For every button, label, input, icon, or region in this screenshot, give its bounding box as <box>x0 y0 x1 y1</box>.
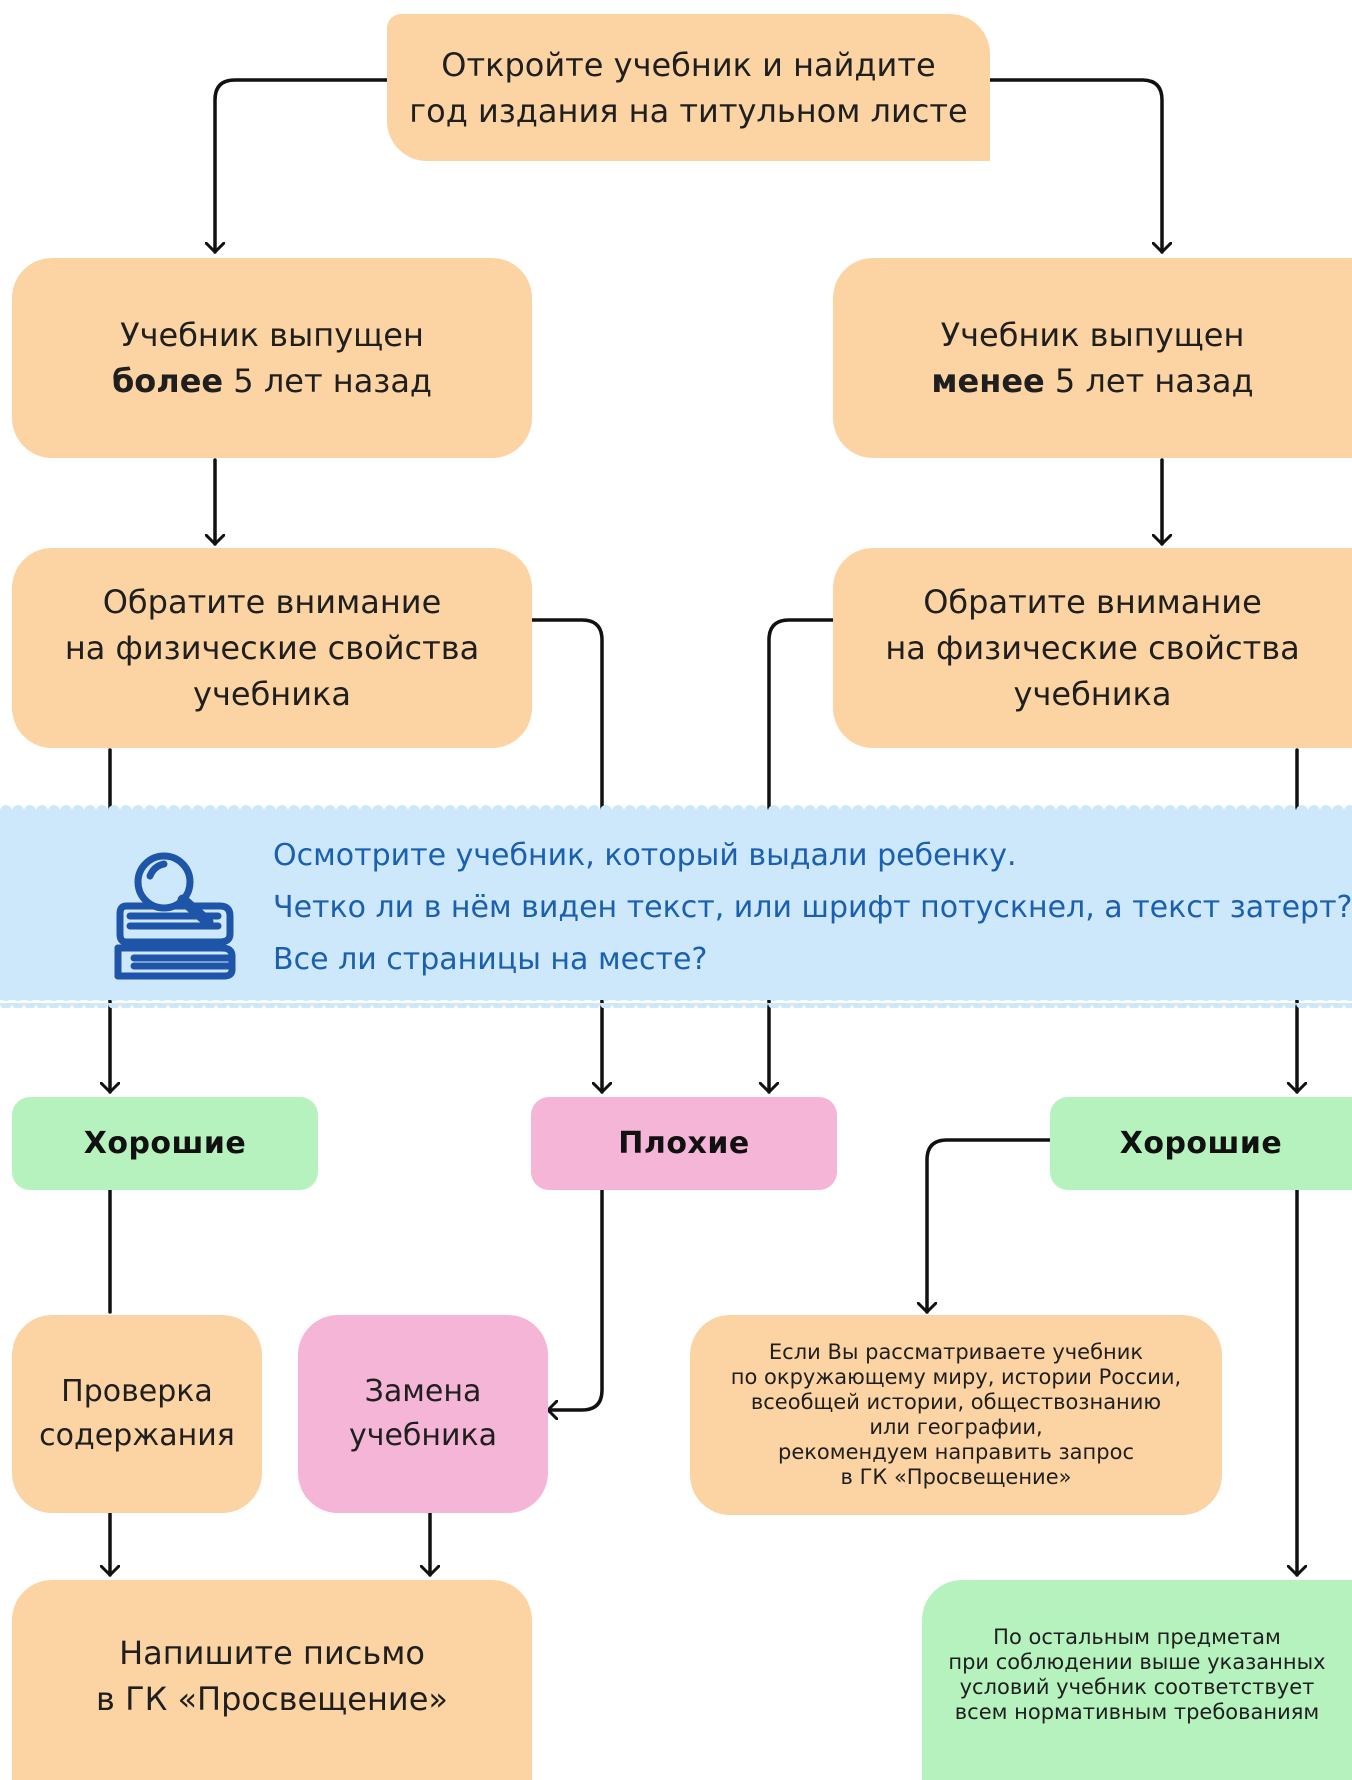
request-line-4: или географии, <box>869 1415 1043 1439</box>
arrow-bad-to-replace <box>546 1188 604 1410</box>
content-check-box: Проверка содержания <box>12 1315 262 1513</box>
bad-box: Плохие <box>531 1097 837 1190</box>
start-line-2: год издания на титульном листе <box>409 91 968 130</box>
request-line-6: в ГК «Просвещение» <box>840 1465 1072 1489</box>
right-age-box: Учебник выпущен менее 5 лет назад <box>833 258 1352 458</box>
left-check-line-1: Обратите внимание <box>102 583 442 621</box>
left-good-box: Хорошие <box>12 1097 318 1190</box>
left-check-line-3: учебника <box>193 675 351 713</box>
letter-line-2: в ГК «Просвещение» <box>96 1680 448 1718</box>
start-line-1: Откройте учебник и найдите <box>441 45 936 84</box>
other-line-1: По остальным предметам <box>993 1625 1281 1649</box>
arrow-right-check-to-bad <box>769 618 835 1094</box>
arrow-start-to-right <box>983 78 1162 254</box>
info-line-2: Четко ли в нём виден текст, или шрифт по… <box>273 890 1352 925</box>
other-line-4: всем нормативным требованиям <box>954 1700 1320 1724</box>
content-check-line-1: Проверка <box>61 1374 213 1409</box>
right-check-line-3: учебника <box>1013 675 1172 713</box>
replace-box: Замена учебника <box>298 1315 548 1513</box>
right-age-rest: 5 лет назад <box>1044 362 1254 400</box>
right-check-line-1: Обратите внимание <box>923 583 1262 621</box>
request-line-5: рекомендуем направить запрос <box>778 1440 1134 1464</box>
arrow-right-good-to-request <box>927 1138 1052 1314</box>
other-subjects-box: По остальным предметам при соблюдении вы… <box>922 1580 1352 1780</box>
arrow-start-to-left <box>215 78 392 254</box>
request-box: Если Вы рассматриваете учебник по окружа… <box>690 1315 1222 1515</box>
other-line-3: условий учебник соответствует <box>959 1675 1315 1699</box>
book-magnifier-icon <box>114 852 236 980</box>
right-check-line-2: на физические свойства <box>885 629 1300 667</box>
right-good-box: Хорошие <box>1050 1097 1352 1190</box>
bad-label: Плохие <box>618 1126 750 1161</box>
other-line-2: при соблюдении выше указанных <box>948 1650 1326 1674</box>
start-box: Откройте учебник и найдите год издания н… <box>387 14 990 161</box>
request-line-2: по окружающему миру, истории России, <box>730 1365 1182 1389</box>
letter-box: Напишите письмо в ГК «Просвещение» <box>12 1580 532 1780</box>
left-good-label: Хорошие <box>83 1126 247 1161</box>
content-check-line-2: содержания <box>39 1418 235 1453</box>
left-age-bold: более <box>111 362 224 400</box>
left-check-line-2: на физические свойства <box>64 629 480 667</box>
replace-line-1: Замена <box>364 1374 482 1409</box>
arrow-left-check-to-bad <box>530 618 602 1094</box>
replace-line-2: учебника <box>348 1418 498 1453</box>
left-age-box: Учебник выпущен более 5 лет назад <box>12 258 532 458</box>
right-good-label: Хорошие <box>1119 1126 1283 1161</box>
right-age-line-1: Учебник выпущен <box>940 316 1245 354</box>
right-age-bold: менее <box>931 362 1045 400</box>
request-line-1: Если Вы рассматриваете учебник <box>768 1340 1144 1364</box>
left-age-rest: 5 лет назад <box>223 362 433 400</box>
left-age-line-1: Учебник выпущен <box>120 316 424 354</box>
info-line-3: Все ли страницы на месте? <box>273 942 708 977</box>
letter-line-1: Напишите письмо <box>119 1634 425 1672</box>
right-check-box: Обратите внимание на физические свойства… <box>833 548 1352 748</box>
left-check-box: Обратите внимание на физические свойства… <box>12 548 532 748</box>
info-line-1: Осмотрите учебник, который выдали ребенк… <box>273 838 1017 873</box>
request-line-3: всеобщей истории, обществознанию <box>750 1390 1162 1414</box>
